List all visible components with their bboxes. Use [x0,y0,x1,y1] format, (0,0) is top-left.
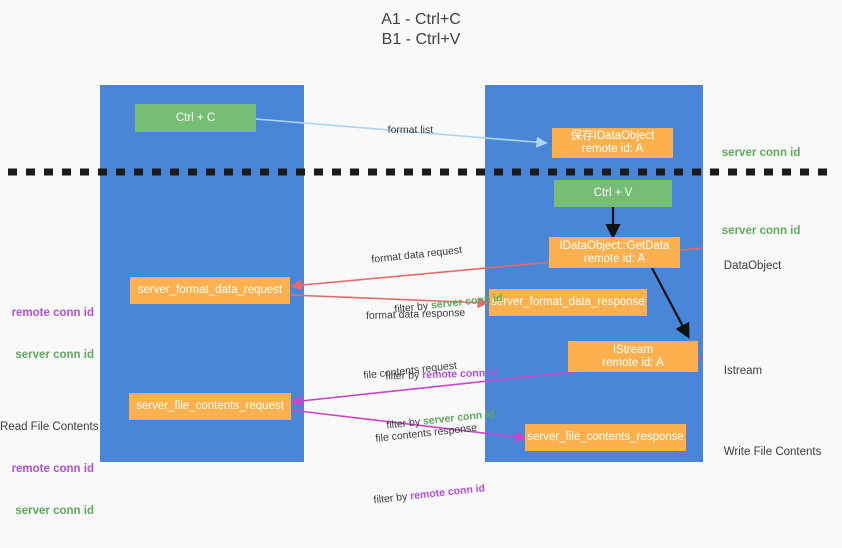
left-label-group-format: remote conn id server conn id [0,278,94,390]
node-idataobject-getdata[interactable]: IDataObject::GetData remote id: A [549,237,680,268]
edge-label-format-data-response-line1: format data response [365,306,466,322]
node-save-idataobject-label: 保存IDataObject remote id: A [570,130,655,155]
right-label-istream-text: Istream [723,365,763,377]
page-title: A1 - Ctrl+C B1 - Ctrl+V [381,11,461,48]
node-server-file-contents-request[interactable]: server_file_contents_request [129,393,291,420]
left-label-remote-conn-id-2: remote conn id [11,463,94,475]
node-server-file-contents-request-label: server_file_contents_request [136,400,284,412]
right-label-server-conn-id-1-text: server conn id [721,147,801,159]
right-label-istream: Istream [711,350,762,392]
edge-filter-prefix: filter by [372,490,411,507]
node-istream[interactable]: IStream remote id: A [568,341,698,372]
left-label-server-conn-id-1: server conn id [15,349,94,361]
edge-label-file-contents-response-line1: file contents response [374,421,478,445]
node-server-file-contents-response-label: server_file_contents_response [527,431,684,443]
node-server-format-data-request[interactable]: server_format_data_request [130,277,290,304]
node-ctrl-c[interactable]: Ctrl + C [135,104,256,132]
right-label-dataobject-text: DataObject [723,260,782,272]
left-label-read-file-contents: Read File Contents [0,421,99,433]
node-save-idataobject[interactable]: 保存IDataObject remote id: A [552,128,673,158]
right-label-write-file-contents: Write File Contents [711,431,822,473]
left-label-group-file: Read File Contents remote conn id server… [0,392,99,546]
node-server-format-data-response-label: server_format_data_response [491,296,645,308]
right-label-dataobject: DataObject [711,245,782,287]
node-ctrl-v[interactable]: Ctrl + V [554,180,672,207]
right-label-server-conn-id-2-text: server conn id [721,225,801,237]
node-ctrl-v-label: Ctrl + V [593,187,633,199]
node-server-format-data-request-label: server_format_data_request [137,284,283,296]
edge-label-format-list: format list [376,111,434,150]
edge-label-file-contents-request-line1: file contents request [362,359,458,382]
node-idataobject-getdata-label: IDataObject::GetData remote id: A [559,239,670,265]
node-server-file-contents-response[interactable]: server_file_contents_response [525,424,686,451]
edge-filter-id: remote conn id [409,482,486,503]
right-label-server-conn-id-1: server conn id [709,132,801,174]
left-label-server-conn-id-2: server conn id [15,505,94,517]
node-istream-label: IStream remote id: A [602,343,664,369]
node-ctrl-c-label: Ctrl + C [175,111,216,124]
right-label-write-file-contents-text: Write File Contents [723,446,822,458]
right-label-server-conn-id-2: server conn id [709,210,801,252]
edge-label-file-contents-response-line2: filter by remote conn id [354,469,487,522]
node-server-format-data-response[interactable]: server_format_data_response [489,289,647,316]
edge-label-format-list-text: format list [387,124,434,136]
diagram-canvas: A1 - Ctrl+C B1 - Ctrl+V A1 remote B1 con… [0,11,834,517]
edge-label-file-contents-response: file contents response filter by remote … [372,396,490,545]
left-label-remote-conn-id-1: remote conn id [11,307,94,319]
edge-label-format-data-request-line1: format data request [370,244,463,266]
